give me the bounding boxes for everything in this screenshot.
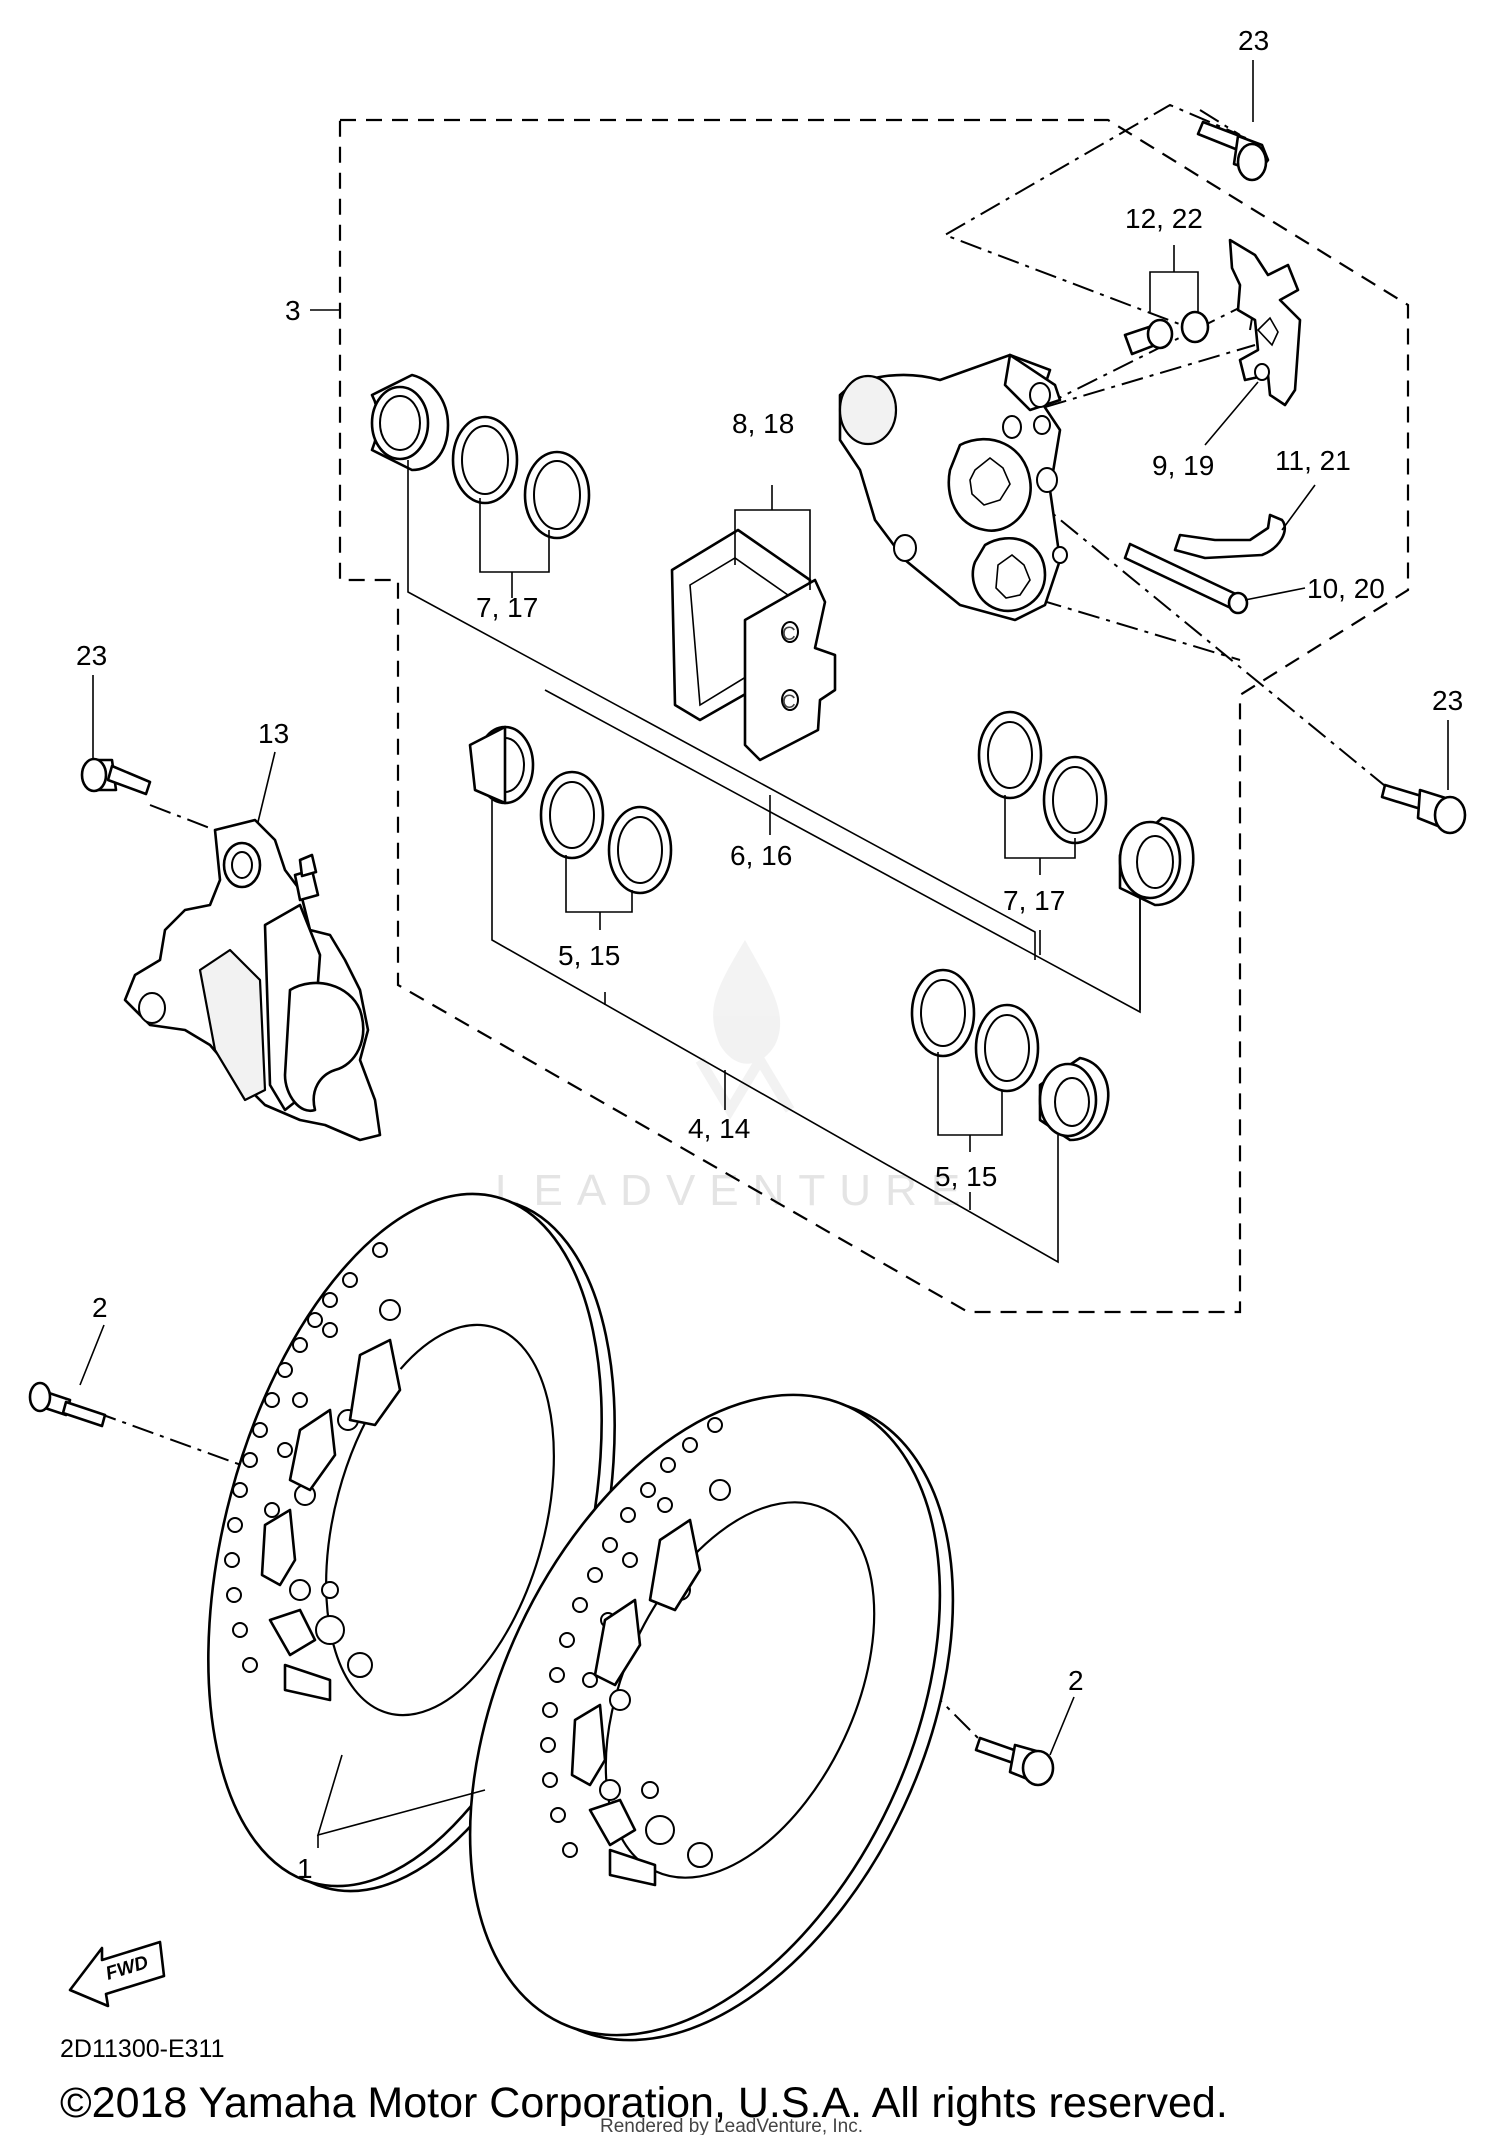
callout-8-18: 8, 18 bbox=[732, 408, 794, 439]
pad-spring bbox=[1228, 238, 1302, 407]
piston-right bbox=[1118, 816, 1195, 907]
callout-7-17-right: 7, 17 bbox=[1003, 885, 1065, 916]
copyright-notice: ©2018 Yamaha Motor Corporation, U.S.A. A… bbox=[60, 2079, 1228, 2127]
callout-labels: 23 12, 22 3 8, 18 9, 19 11, 21 10, 20 7,… bbox=[76, 25, 1463, 1884]
caliper-13 bbox=[123, 818, 382, 1142]
seal-lower-right-a bbox=[910, 968, 976, 1058]
watermark-flame-icon bbox=[695, 940, 795, 1120]
callout-10-20: 10, 20 bbox=[1307, 573, 1385, 604]
callout-2-right: 2 bbox=[1068, 1665, 1084, 1696]
watermark: LEADVENTURE bbox=[495, 940, 960, 1215]
callout-23-left: 23 bbox=[76, 640, 107, 671]
seal-right-a bbox=[977, 710, 1043, 800]
piston-lower-left bbox=[468, 725, 535, 805]
callout-13: 13 bbox=[258, 718, 289, 749]
disc-bolt-left bbox=[28, 1381, 107, 1428]
rendered-by-notice: Rendered by LeadVenture, Inc. bbox=[600, 2116, 863, 2135]
bleed-screw bbox=[1123, 310, 1210, 356]
seal-lower-left-a bbox=[539, 770, 605, 860]
piston-upper-left bbox=[370, 373, 450, 472]
assembly-boundary bbox=[338, 118, 1410, 1314]
fwd-arrow-icon: FWD bbox=[68, 1940, 166, 2008]
bolt-23-right bbox=[1380, 783, 1467, 835]
brake-disc-right bbox=[468, 1393, 955, 2042]
brake-disc-left bbox=[207, 1192, 616, 1893]
callout-5-15-left: 5, 15 bbox=[558, 940, 620, 971]
svg-text:C: C bbox=[782, 624, 796, 645]
piston-lower-right bbox=[1038, 1056, 1110, 1142]
pad-pin bbox=[1123, 542, 1249, 615]
bolt-23-top bbox=[1196, 120, 1270, 182]
leader-lines bbox=[79, 60, 1449, 1848]
callout-2-left: 2 bbox=[92, 1292, 108, 1323]
callout-1: 1 bbox=[297, 1853, 313, 1884]
callout-7-17-upper: 7, 17 bbox=[476, 592, 538, 623]
diagram-code: 2D11300-E311 bbox=[60, 2035, 224, 2063]
brake-pad-b: C C bbox=[743, 578, 837, 762]
callout-4-14: 4, 14 bbox=[688, 1113, 750, 1144]
callout-6-16: 6, 16 bbox=[730, 840, 792, 871]
seal-upper-a bbox=[451, 415, 519, 505]
callout-5-15-right: 5, 15 bbox=[935, 1161, 997, 1192]
disc-bolt-right bbox=[974, 1736, 1055, 1787]
svg-text:C: C bbox=[782, 692, 796, 713]
callout-12-22: 12, 22 bbox=[1125, 203, 1203, 234]
callout-3: 3 bbox=[285, 295, 301, 326]
seal-upper-b bbox=[523, 450, 591, 540]
callout-11-21: 11, 21 bbox=[1275, 445, 1351, 476]
seal-lower-left-b bbox=[607, 805, 673, 895]
callout-9-19: 9, 19 bbox=[1152, 450, 1214, 481]
pin-clip bbox=[1173, 513, 1287, 560]
callout-23-right: 23 bbox=[1432, 685, 1463, 716]
seal-lower-right-b bbox=[974, 1003, 1040, 1093]
callout-23-top: 23 bbox=[1238, 25, 1269, 56]
seal-right-b bbox=[1042, 755, 1108, 845]
caliper-body-upper bbox=[838, 353, 1068, 622]
bolt-23-left bbox=[80, 757, 152, 796]
